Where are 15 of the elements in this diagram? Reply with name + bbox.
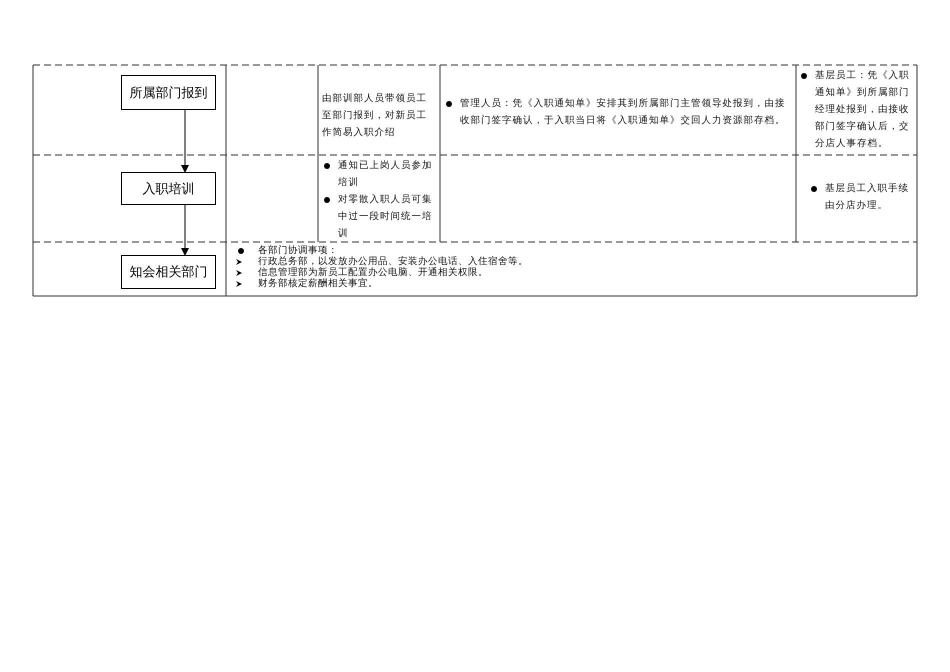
list-item: 基层员工：凭《入职通知单》到所属部门经理处报到，由接收部门签字确认后，交分店人事存档。 (815, 69, 910, 151)
list-item: 财务部核定薪酬相关事宜。 (258, 278, 379, 289)
process-box: 所属部门报到 (121, 75, 216, 110)
list-item: 管理人员：凭《入职通知单》安排其到所属部门主管领导处报到，由接收部门签字确认，于入职当日将《入职通知单》交回人力资源部存档。 (460, 97, 786, 128)
list-item: 对零散入职人员可集中过一段时间统一培训 (338, 193, 434, 241)
list-item: 通知已上岗人员参加培训 (338, 159, 434, 190)
arrow (181, 204, 189, 256)
list-item: 行政总务部，以发放办公用品、安装办公电话、入住宿舍等。 (258, 256, 529, 267)
process-box: 知会相关部门 (121, 255, 216, 289)
cell-text: 由部训部人员带领员工至部门报到，对新员工作简易入职介绍 (322, 92, 428, 140)
list-item: 各部门协调事项： (258, 245, 339, 256)
arrow (181, 110, 189, 173)
process-box: 入职培训 (121, 172, 216, 205)
list-item: 信息管理部为新员工配置办公电脑、开通相关权限。 (258, 267, 489, 278)
list-item: 基层员工入职手续由分店办理。 (825, 182, 910, 213)
